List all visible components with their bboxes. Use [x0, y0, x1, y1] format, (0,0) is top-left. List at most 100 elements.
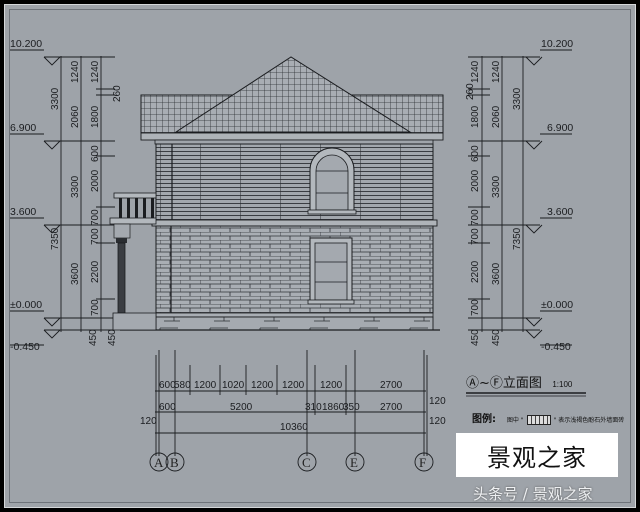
svg-text:120: 120: [429, 396, 446, 407]
upper-arched-window: [307, 147, 357, 215]
drawing-title-block: Ⓐ~Ⓕ立面图 1:100: [466, 372, 572, 392]
right-elevation-6900: 6.900: [547, 122, 573, 134]
roof-hip: [174, 56, 412, 133]
svg-text:1240: 1240: [90, 60, 101, 83]
horizontal-dimension-texts: 600 580 1200 1020 1200 1200 1200 2700 60…: [140, 380, 446, 433]
floor-band: [151, 219, 438, 227]
svg-text:700: 700: [470, 209, 481, 226]
roof-fascia: [140, 132, 444, 141]
svg-text:1860: 1860: [322, 402, 345, 413]
svg-text:600: 600: [90, 145, 101, 162]
svg-text:2200: 2200: [90, 260, 101, 283]
svg-text:2000: 2000: [90, 169, 101, 192]
axis-label-b: B: [170, 455, 179, 470]
axis-bubble-a: [149, 452, 169, 472]
balcony-balustrade: [109, 192, 157, 239]
drawing-border: [9, 9, 631, 503]
axis-label-c: C: [302, 455, 311, 470]
axis-label-e: E: [350, 455, 358, 470]
horizontal-dimension-lines: [155, 350, 428, 456]
axis-bubble-c: [297, 452, 317, 472]
svg-text:10360: 10360: [280, 422, 308, 433]
watermark-text: 景观之家: [487, 443, 587, 472]
left-elevation-3600: 3.600: [10, 206, 36, 218]
left-elevation-6900: 6.900: [10, 122, 36, 134]
svg-text:1200: 1200: [251, 380, 274, 391]
svg-text:1200: 1200: [320, 380, 343, 391]
svg-text:700: 700: [90, 228, 101, 245]
svg-text:2700: 2700: [380, 402, 403, 413]
axis-bubble-f: [414, 452, 434, 472]
svg-text:580: 580: [174, 380, 191, 391]
svg-text:7350: 7350: [50, 227, 61, 250]
right-elevation-0000: ±0.000: [541, 299, 573, 311]
svg-text:120: 120: [140, 416, 157, 427]
svg-text:1240: 1240: [70, 60, 81, 83]
legend-prefix: 图中 ": [506, 417, 524, 424]
svg-text:700: 700: [90, 209, 101, 226]
svg-text:600: 600: [470, 145, 481, 162]
axis-bubbles: [149, 452, 434, 472]
svg-text:700: 700: [470, 299, 481, 316]
svg-text:1020: 1020: [222, 380, 245, 391]
left-elevation-0000: ±0.000: [10, 299, 42, 311]
svg-text:1200: 1200: [194, 380, 217, 391]
svg-text:3600: 3600: [491, 262, 502, 285]
right-elevation-minus-0450: -0.450: [541, 341, 571, 353]
svg-text:450: 450: [107, 329, 118, 346]
svg-text:450: 450: [491, 329, 502, 346]
building-elevation: [109, 56, 444, 331]
upper-floor-wall: [155, 143, 434, 221]
svg-text:700: 700: [90, 299, 101, 316]
drawing-title: Ⓐ~Ⓕ立面图: [466, 376, 542, 391]
svg-text:260: 260: [465, 83, 476, 100]
svg-text:120: 120: [429, 416, 446, 427]
porch-column: [112, 238, 157, 331]
svg-text:1240: 1240: [491, 60, 502, 83]
legend-brick-swatch-icon: [526, 414, 551, 425]
svg-text:350: 350: [343, 402, 360, 413]
right-elevation-10200: 10.200: [541, 38, 573, 50]
right-elevation-3600: 3.600: [547, 206, 573, 218]
svg-text:600: 600: [159, 380, 176, 391]
svg-text:1800: 1800: [470, 105, 481, 128]
svg-text:310: 310: [305, 402, 322, 413]
watermark-credit: 头条号 / 景观之家: [473, 485, 593, 503]
left-vertical-dims: 3300 7350 1240 2060 3300 3600 450 1240 2…: [50, 60, 123, 346]
svg-text:2700: 2700: [380, 380, 403, 391]
svg-text:2000: 2000: [470, 169, 481, 192]
axis-label-a: A: [154, 455, 164, 470]
right-vertical-dims: 1240 260 1800 600 2000 700 700 2200 700 …: [465, 60, 523, 346]
left-dimension-chain: [10, 49, 115, 346]
legend-suffix: " 表示浅褐色酚石外墙面砖: [553, 417, 625, 424]
svg-text:450: 450: [88, 329, 99, 346]
svg-text:2060: 2060: [70, 105, 81, 128]
drawing-scale: 1:100: [552, 380, 573, 389]
legend: 图例: 图中 "" 表示浅褐色酚石外墙面砖: [472, 410, 624, 425]
axis-label-f: F: [419, 455, 426, 470]
right-dimension-chain: [468, 49, 572, 346]
svg-text:2060: 2060: [491, 105, 502, 128]
svg-text:3300: 3300: [50, 87, 61, 110]
plinth: [155, 316, 434, 331]
svg-text:2200: 2200: [470, 260, 481, 283]
svg-text:3300: 3300: [491, 175, 502, 198]
svg-text:5200: 5200: [230, 402, 253, 413]
svg-text:3300: 3300: [512, 87, 523, 110]
left-elevation-minus-0450: -0.450: [10, 341, 40, 353]
svg-text:260: 260: [112, 85, 123, 102]
lower-window: [307, 237, 355, 305]
axis-bubble-b: [165, 452, 185, 472]
svg-text:600: 600: [159, 402, 176, 413]
watermark-box: 景观之家: [456, 433, 618, 477]
svg-text:1200: 1200: [282, 380, 305, 391]
svg-text:3300: 3300: [70, 175, 81, 198]
svg-text:3600: 3600: [70, 262, 81, 285]
left-elevation-10200: 10.200: [10, 38, 42, 50]
svg-text:1800: 1800: [90, 105, 101, 128]
svg-text:450: 450: [470, 329, 481, 346]
svg-text:700: 700: [470, 228, 481, 245]
lower-floor-wall: [155, 225, 434, 314]
axis-bubble-e: [345, 452, 365, 472]
